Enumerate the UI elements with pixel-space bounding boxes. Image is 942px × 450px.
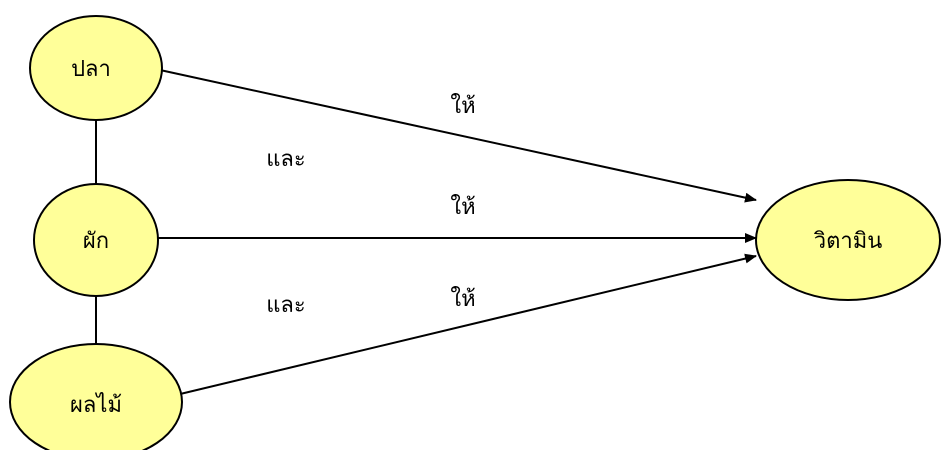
edge-label-vegetable-to-vitamin: ให้ [450, 194, 475, 220]
node-fish: ปลา [29, 15, 163, 121]
node-vitamin: วิตามิน [755, 179, 941, 301]
node-vitamin-label: วิตามิน [813, 229, 882, 254]
node-fruit-shape [9, 343, 183, 450]
node-fruit-label: ผลไม้ [70, 392, 122, 418]
edge-label-fruit-to-vitamin: ให้ [450, 286, 475, 312]
arrow-fish-to-vitamin [159, 69, 757, 203]
node-fish-label: ปลา [71, 57, 111, 82]
node-vitamin-shape [755, 179, 941, 301]
node-fruit: ผลไม้ [9, 343, 183, 450]
edge-label-fish-to-vitamin: ให้ [450, 93, 475, 119]
node-vegetable: ผัก [33, 183, 159, 297]
node-fish-shape [29, 15, 163, 121]
edge-label-and-top: และ [266, 147, 305, 172]
edge-label-and-bottom: และ [266, 293, 305, 318]
arrow-fruit-to-vitamin [175, 253, 757, 396]
node-vegetable-shape [33, 183, 159, 297]
node-vegetable-label: ผัก [83, 229, 109, 254]
